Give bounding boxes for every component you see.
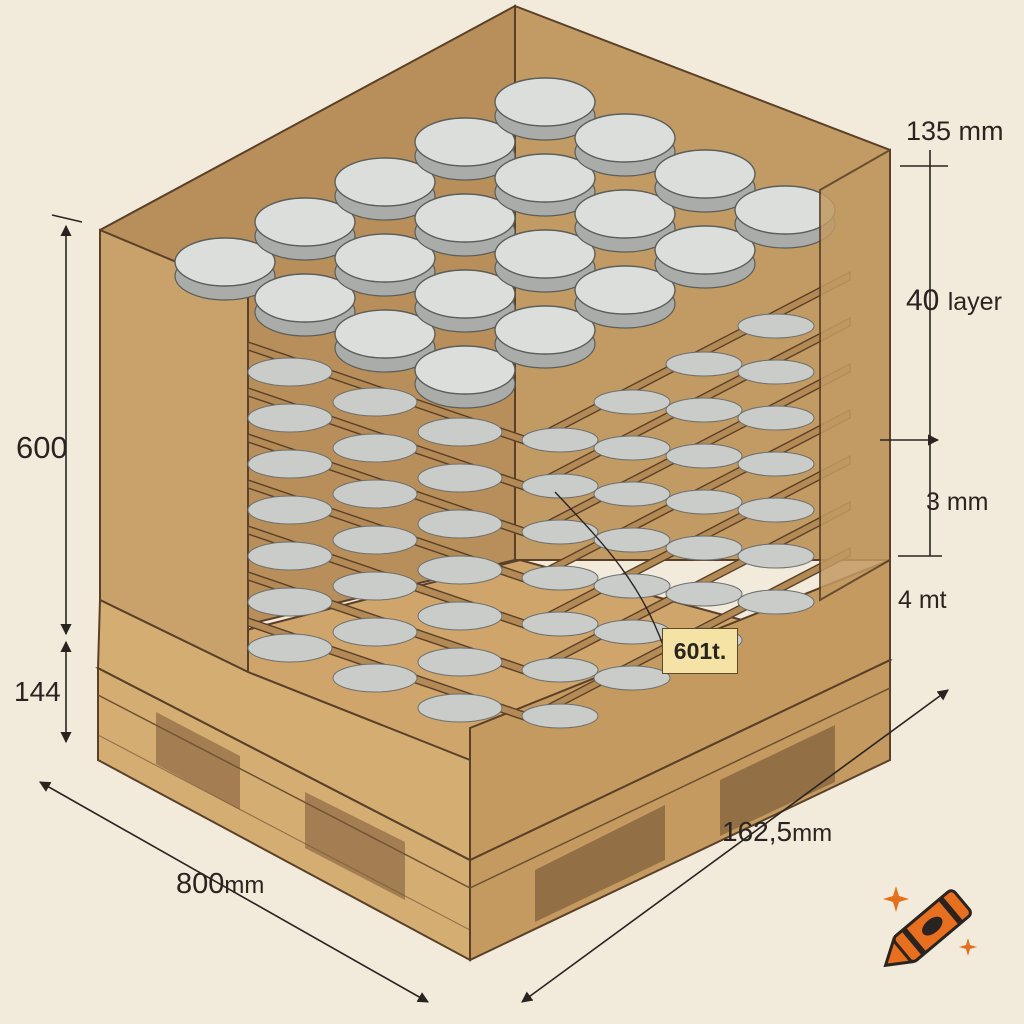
can-lid xyxy=(574,113,676,163)
can-side xyxy=(521,657,599,683)
can-lid xyxy=(654,149,756,199)
layers-unit: layer xyxy=(947,288,1002,316)
can-lid xyxy=(334,157,436,207)
crayon-icon xyxy=(883,886,977,968)
can-side xyxy=(737,543,815,569)
can-side xyxy=(332,479,418,509)
can-lid xyxy=(414,117,516,167)
can-side xyxy=(521,473,599,499)
can-side xyxy=(737,451,815,477)
can-side xyxy=(593,481,671,507)
can-lid xyxy=(494,153,596,203)
can-lid xyxy=(414,193,516,243)
can-side xyxy=(593,573,671,599)
can-side xyxy=(417,463,503,493)
can-side xyxy=(521,519,599,545)
width-label: 800mm xyxy=(176,868,264,901)
can-side xyxy=(247,449,333,479)
depth-value: 162,5 xyxy=(722,816,793,847)
depth-unit: mm xyxy=(792,820,833,847)
can-side xyxy=(332,387,418,417)
right-wall-edge xyxy=(819,148,891,602)
can-side xyxy=(247,403,333,433)
can-lid xyxy=(574,189,676,239)
can-side xyxy=(593,619,671,645)
can-side xyxy=(665,489,743,515)
can-lid xyxy=(494,305,596,355)
can-side xyxy=(665,397,743,423)
can-side xyxy=(247,541,333,571)
dimension-lines xyxy=(39,150,949,1003)
can-side xyxy=(417,601,503,631)
width-unit: mm xyxy=(224,872,265,899)
can-side xyxy=(332,433,418,463)
layers-value: 40 xyxy=(906,284,940,317)
can-side xyxy=(417,417,503,447)
can-side xyxy=(247,495,333,525)
can-lid xyxy=(494,77,596,127)
can-side xyxy=(593,665,671,691)
can-side xyxy=(521,427,599,453)
can-side xyxy=(247,357,333,387)
can-side xyxy=(593,435,671,461)
pallet-height-label: 144 xyxy=(14,676,61,707)
can-stack xyxy=(174,77,851,729)
can-side xyxy=(417,509,503,539)
top-gap-label: 135 mm xyxy=(906,116,1004,146)
can-side xyxy=(417,693,503,723)
bottom-label: 4 mt xyxy=(898,586,947,614)
callout-label: 601t. xyxy=(662,628,738,674)
can-lid xyxy=(174,237,276,287)
can-lid xyxy=(254,273,356,323)
can-lid xyxy=(254,197,356,247)
can-side xyxy=(665,535,743,561)
can-side xyxy=(332,663,418,693)
can-side xyxy=(593,389,671,415)
can-lid xyxy=(654,225,756,275)
can-side xyxy=(521,565,599,591)
width-value: 800 xyxy=(176,868,225,900)
can-side xyxy=(737,359,815,385)
can-side xyxy=(417,647,503,677)
can-side xyxy=(417,555,503,585)
can-side xyxy=(737,405,815,431)
can-side xyxy=(665,443,743,469)
can-side xyxy=(737,589,815,615)
can-lid xyxy=(494,229,596,279)
can-side xyxy=(247,633,333,663)
can-side xyxy=(332,525,418,555)
height-label: 600 xyxy=(16,430,68,465)
can-lid xyxy=(414,269,516,319)
can-side xyxy=(521,611,599,637)
can-side xyxy=(737,313,815,339)
can-side xyxy=(665,581,743,607)
layers-label: 40 layer xyxy=(906,284,1002,318)
can-side xyxy=(247,587,333,617)
can-lid xyxy=(574,265,676,315)
can-lid xyxy=(334,309,436,359)
can-side xyxy=(521,703,599,729)
depth-label: 162,5mm xyxy=(722,816,832,848)
can-side xyxy=(332,617,418,647)
can-side xyxy=(737,497,815,523)
can-lid xyxy=(414,345,516,395)
can-lid xyxy=(334,233,436,283)
can-side xyxy=(665,351,743,377)
can-side xyxy=(332,571,418,601)
sheet-thickness-label: 3 mm xyxy=(926,488,989,516)
can-side xyxy=(593,527,671,553)
